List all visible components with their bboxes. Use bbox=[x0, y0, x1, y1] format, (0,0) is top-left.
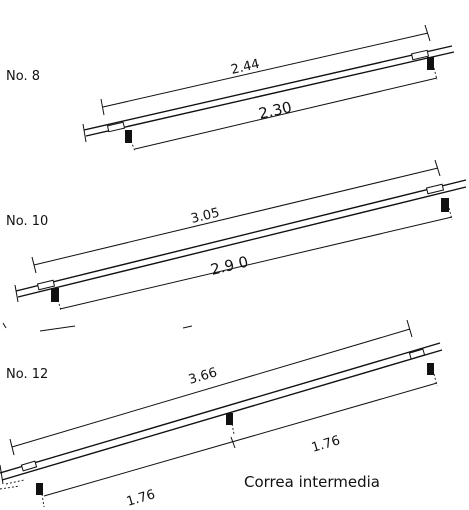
end-plate bbox=[106, 121, 126, 133]
dimension-tick bbox=[434, 159, 441, 177]
end-plate bbox=[425, 183, 445, 195]
dimension-line-half-spans bbox=[43, 382, 438, 497]
clear-span-no10: 2.9 0 bbox=[209, 252, 250, 278]
support-leader bbox=[41, 493, 45, 508]
dimension-line-total bbox=[11, 328, 411, 448]
label-no12: No. 12 bbox=[6, 367, 48, 382]
half-span-left-no12: 1.76 bbox=[125, 487, 157, 510]
purlin-member bbox=[15, 179, 467, 292]
support-block bbox=[441, 198, 449, 212]
purlin-member bbox=[0, 342, 441, 474]
support-block bbox=[51, 288, 59, 302]
purlin-no12: No. 12 3.66 1.76 1.76 Correa intermedia bbox=[0, 319, 443, 510]
dimension-line-clear bbox=[59, 216, 453, 310]
end-plate bbox=[408, 348, 426, 360]
total-length-no8: 2.44 bbox=[230, 57, 262, 78]
purlin-member bbox=[17, 186, 467, 298]
purlin-no8: No. 8 2.44 2.30 bbox=[6, 24, 455, 152]
end-tick bbox=[14, 284, 19, 303]
label-no8: No. 8 bbox=[6, 69, 40, 84]
dimension-tick bbox=[100, 98, 105, 116]
end-plate bbox=[20, 460, 38, 472]
support-block bbox=[36, 483, 43, 495]
label-no10: No. 10 bbox=[6, 214, 48, 229]
half-span-right-no12: 1.76 bbox=[310, 433, 342, 456]
dimension-tick bbox=[424, 24, 431, 42]
support-block bbox=[427, 57, 434, 70]
dimension-tick-mid bbox=[230, 436, 236, 449]
fragment-line bbox=[2, 322, 7, 329]
end-tick bbox=[0, 464, 4, 485]
end-plate bbox=[410, 49, 430, 61]
purlin-member bbox=[83, 45, 453, 131]
support-leader bbox=[448, 207, 453, 221]
support-leader bbox=[130, 140, 136, 152]
member-hidden-line bbox=[0, 485, 21, 490]
clear-span-no8: 2.30 bbox=[257, 98, 294, 123]
purlin-no10: No. 10 3.05 2.9 0 bbox=[6, 159, 467, 312]
dimension-line-total bbox=[102, 32, 429, 108]
support-leader bbox=[231, 423, 235, 435]
fragment-line bbox=[39, 325, 76, 332]
total-length-no12: 3.66 bbox=[187, 365, 219, 388]
dimension-line-clear bbox=[134, 77, 438, 150]
drawing-fragments bbox=[2, 322, 193, 332]
dimension-tick bbox=[9, 438, 15, 456]
intermediate-purlin-note: Correa intermedia bbox=[244, 473, 380, 491]
support-intermediate-block bbox=[226, 413, 233, 425]
dimension-tick bbox=[31, 256, 37, 274]
end-plate bbox=[36, 279, 56, 291]
purlin-member bbox=[1, 349, 443, 481]
fragment-line bbox=[182, 325, 193, 329]
support-block bbox=[427, 363, 434, 375]
support-block bbox=[125, 130, 132, 143]
total-length-no10: 3.05 bbox=[189, 206, 221, 227]
member-hidden-line bbox=[5, 479, 25, 485]
dimension-tick bbox=[406, 319, 413, 338]
dimension-line-total bbox=[33, 167, 439, 266]
purlin-member bbox=[85, 51, 455, 137]
end-tick bbox=[82, 123, 87, 143]
